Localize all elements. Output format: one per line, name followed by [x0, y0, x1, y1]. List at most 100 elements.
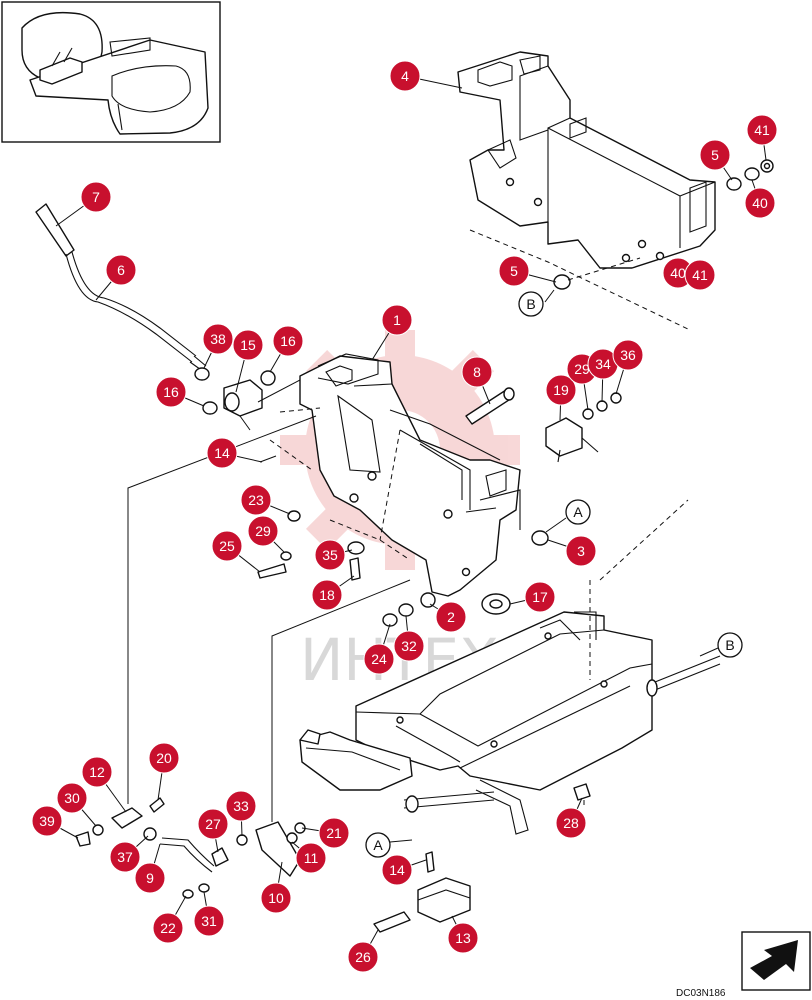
callout: 19: [545, 374, 577, 421]
part-6-lever-rod: [35, 203, 207, 373]
orientation-arrow-icon: [741, 931, 811, 991]
svg-text:3: 3: [577, 543, 585, 559]
callout: 27: [197, 808, 229, 853]
callout: 31: [193, 891, 225, 937]
seat-slide-rails: [299, 499, 721, 835]
callout: 1: [371, 304, 413, 361]
ref-label: A: [365, 832, 413, 858]
svg-text:36: 36: [620, 347, 636, 363]
callout: 38: [202, 323, 234, 369]
callout: 32: [393, 615, 425, 662]
callout: 33: [225, 790, 257, 837]
callout: 18: [311, 575, 355, 611]
figure-code: DC03N186: [676, 988, 726, 999]
svg-text:31: 31: [201, 913, 217, 929]
callout: 20: [148, 742, 180, 801]
callout: 4: [389, 60, 463, 92]
callout: 26: [347, 929, 379, 973]
callout: 40: [744, 179, 776, 219]
ref-label: B: [518, 289, 555, 317]
svg-text:21: 21: [326, 825, 342, 841]
frame-hardware: [257, 455, 549, 627]
svg-text:28: 28: [563, 815, 579, 831]
svg-text:1: 1: [393, 312, 401, 328]
callout: 6: [95, 254, 137, 301]
svg-text:A: A: [373, 837, 383, 853]
svg-text:12: 12: [89, 764, 105, 780]
callout: 16: [269, 325, 304, 373]
callout: 9: [134, 843, 166, 894]
svg-text:7: 7: [92, 189, 100, 205]
callout: 39: [31, 805, 79, 839]
part-4-upper-bracket: [457, 51, 716, 331]
svg-text:13: 13: [455, 930, 471, 946]
svg-text:34: 34: [595, 356, 611, 372]
svg-text:25: 25: [219, 538, 235, 554]
callout: 5: [498, 255, 557, 287]
callout: 15: [232, 329, 264, 393]
svg-text:20: 20: [156, 750, 172, 766]
svg-text:6: 6: [117, 262, 125, 278]
ref-label: A: [545, 499, 591, 533]
svg-text:26: 26: [355, 949, 371, 965]
part-1-main-frame: [269, 353, 521, 597]
part-8-pin: [465, 387, 515, 425]
svg-text:35: 35: [322, 547, 338, 563]
svg-text:30: 30: [64, 790, 80, 806]
callout: 40: [662, 257, 694, 289]
svg-text:41: 41: [754, 122, 770, 138]
svg-text:5: 5: [711, 147, 719, 163]
svg-text:40: 40: [752, 195, 768, 211]
callout: 8: [461, 356, 493, 405]
callout: 23: [240, 484, 291, 516]
svg-text:32: 32: [401, 638, 417, 654]
callout: 28: [555, 797, 587, 839]
svg-text:41: 41: [692, 267, 708, 283]
callout: 2: [429, 601, 467, 633]
lower-linkage: [75, 415, 411, 899]
callout: 7: [55, 181, 112, 227]
callout: 13: [447, 915, 479, 954]
callout: 37: [109, 835, 149, 873]
part-13-lower-bracket: [373, 851, 471, 933]
callout: 14: [381, 854, 427, 886]
callout: 12: [81, 756, 127, 813]
svg-text:15: 15: [240, 337, 256, 353]
callout: 10: [260, 861, 292, 914]
callout: 25: [211, 530, 261, 573]
svg-text:18: 18: [319, 587, 335, 603]
callout: 16: [155, 376, 205, 408]
callout: 21: [301, 817, 350, 849]
svg-text:9: 9: [146, 870, 154, 886]
svg-text:11: 11: [304, 850, 319, 866]
svg-text:17: 17: [532, 589, 548, 605]
callout: 34: [587, 348, 619, 403]
callouts: 1 2 3 4 5 5 6 7 8 10 11 12 13 14 14 15 1…: [31, 60, 778, 973]
svg-text:4: 4: [401, 68, 409, 84]
callout: 41: [684, 259, 716, 291]
svg-text:22: 22: [160, 920, 176, 936]
ref-label: B: [699, 632, 743, 658]
svg-text:40: 40: [670, 265, 686, 281]
svg-text:29: 29: [255, 523, 271, 539]
upper-hardware: [553, 159, 774, 290]
callout: 14: [206, 437, 263, 469]
callout: 30: [56, 782, 97, 827]
svg-text:14: 14: [389, 862, 405, 878]
svg-text:29: 29: [574, 361, 590, 377]
callout: 29: [247, 515, 285, 553]
callout: 36: [612, 339, 644, 395]
svg-text:16: 16: [280, 333, 296, 349]
svg-text:16: 16: [163, 384, 179, 400]
svg-text:14: 14: [214, 445, 230, 461]
part-19-switch: [545, 392, 622, 463]
seat-location-inset: [1, 1, 221, 143]
svg-text:39: 39: [39, 813, 55, 829]
svg-text:8: 8: [473, 364, 481, 380]
callout: 11: [291, 841, 327, 874]
svg-text:B: B: [725, 637, 734, 653]
callout: 35: [314, 539, 353, 571]
svg-text:5: 5: [510, 263, 518, 279]
